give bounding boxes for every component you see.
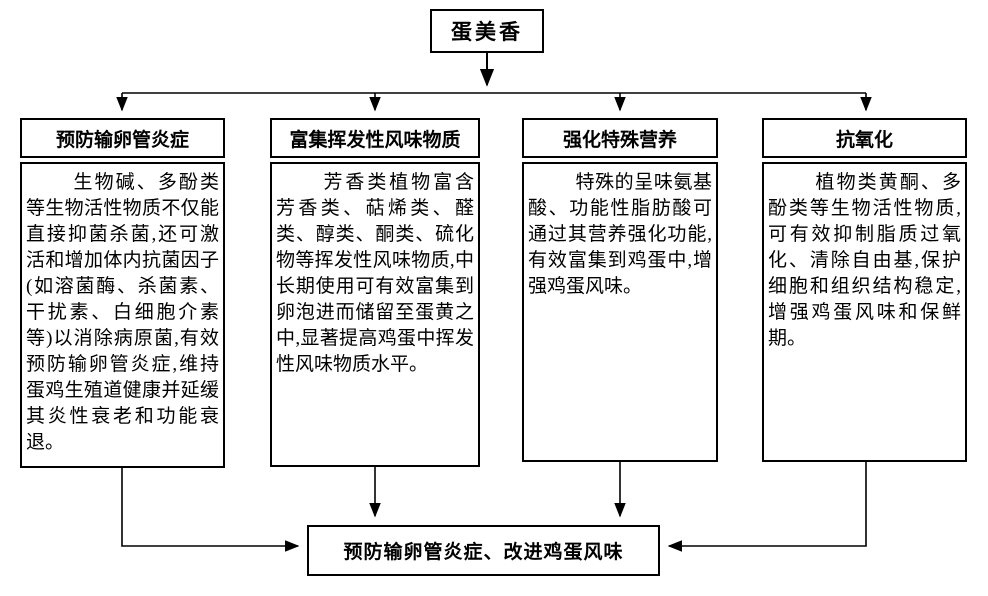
column-2-title: 富集挥发性风味物质 [270, 118, 480, 158]
column-4-body: 植物类黄酮、多酚类等生物活性物质,可有效抑制脂质过氧化、清除自由基,保护细胞和组… [762, 162, 967, 462]
column-1-title: 预防输卵管炎症 [20, 118, 225, 158]
column-3-body: 特殊的呈味氨基酸、功能性脂肪酸可通过其营养强化功能,有效富集到鸡蛋中,增强鸡蛋风… [522, 162, 718, 462]
column-1-body: 生物碱、多酚类等生物活性物质不仅能直接抑菌杀菌,还可激活和增加体内抗菌因子(如溶… [20, 162, 225, 468]
outcome-node: 预防输卵管炎症、改进鸡蛋风味 [307, 525, 660, 576]
column-3-title: 强化特殊营养 [522, 118, 718, 158]
root-node: 蛋美香 [430, 9, 544, 53]
column-4-title: 抗氧化 [762, 118, 967, 158]
column-2-body: 芳香类植物富含芳香类、萜烯类、醛类、醇类、酮类、硫化物等挥发性风味物质,中长期使… [270, 162, 480, 467]
